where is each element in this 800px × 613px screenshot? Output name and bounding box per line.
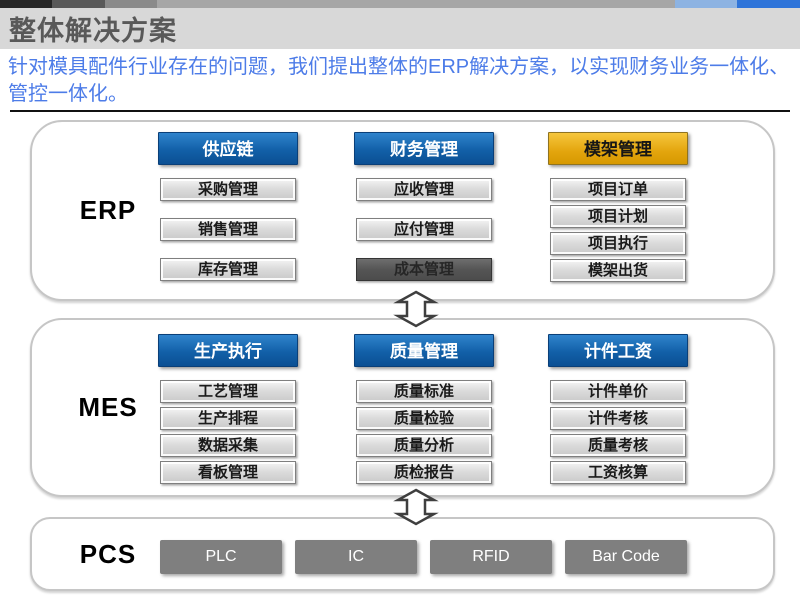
module-button[interactable]: 项目执行 <box>550 232 686 255</box>
section-erp: ERP 供应链采购管理销售管理库存管理财务管理应收管理应付管理成本管理模架管理项… <box>30 120 775 301</box>
module-column-erp-1: 财务管理应收管理应付管理成本管理 <box>354 122 494 281</box>
section-mes: MES 生产执行工艺管理生产排程数据采集看板管理质量管理质量标准质量检验质量分析… <box>30 318 775 497</box>
module-button[interactable]: 项目计划 <box>550 205 686 228</box>
title-bar: 整体解决方案 <box>0 8 800 49</box>
page-title: 整体解决方案 <box>9 16 177 46</box>
module-column-mes-1: 质量管理质量标准质量检验质量分析质检报告 <box>354 320 494 484</box>
top-accent-segment <box>0 0 52 8</box>
module-header-button[interactable]: 质量管理 <box>354 334 494 367</box>
module-button[interactable]: 计件单价 <box>550 380 686 403</box>
top-accent-segment <box>157 0 675 8</box>
module-button[interactable]: 库存管理 <box>160 258 296 281</box>
module-button[interactable]: 工艺管理 <box>160 380 296 403</box>
module-column-erp-2: 模架管理项目订单项目计划项目执行模架出货 <box>548 122 688 282</box>
module-button[interactable]: 生产排程 <box>160 407 296 430</box>
up-down-arrow-icon <box>393 488 439 526</box>
pcs-device-button[interactable]: Bar Code <box>565 540 687 574</box>
pcs-device-button[interactable]: IC <box>295 540 417 574</box>
module-button[interactable]: 看板管理 <box>160 461 296 484</box>
module-button[interactable]: 应付管理 <box>356 218 492 241</box>
module-items: 应收管理应付管理成本管理 <box>354 178 494 281</box>
module-header-button[interactable]: 财务管理 <box>354 132 494 165</box>
horizontal-divider <box>10 110 790 112</box>
pcs-device-button[interactable]: PLC <box>160 540 282 574</box>
top-accent-segment <box>737 0 800 8</box>
module-button[interactable]: 工资核算 <box>550 461 686 484</box>
module-header-button[interactable]: 模架管理 <box>548 132 688 165</box>
module-button[interactable]: 项目订单 <box>550 178 686 201</box>
module-header-button[interactable]: 生产执行 <box>158 334 298 367</box>
module-column-mes-2: 计件工资计件单价计件考核质量考核工资核算 <box>548 320 688 484</box>
module-button[interactable]: 模架出货 <box>550 259 686 282</box>
up-down-arrow-icon <box>393 290 439 328</box>
section-label-erp: ERP <box>79 195 137 225</box>
module-button[interactable]: 成本管理 <box>356 258 492 281</box>
module-button[interactable]: 质检报告 <box>356 461 492 484</box>
module-items: 工艺管理生产排程数据采集看板管理 <box>158 380 298 484</box>
section-pcs: PCS PLC IC RFID Bar Code <box>30 517 775 591</box>
module-button[interactable]: 销售管理 <box>160 218 296 241</box>
module-button[interactable]: 数据采集 <box>160 434 296 457</box>
pcs-device-button[interactable]: RFID <box>430 540 552 574</box>
section-label-mes: MES <box>78 392 138 422</box>
module-button[interactable]: 质量考核 <box>550 434 686 457</box>
module-column-mes-0: 生产执行工艺管理生产排程数据采集看板管理 <box>158 320 298 484</box>
module-items: 采购管理销售管理库存管理 <box>158 178 298 281</box>
top-accent-bar <box>0 0 800 8</box>
module-items: 计件单价计件考核质量考核工资核算 <box>548 380 688 484</box>
top-accent-segment <box>52 0 105 8</box>
module-button[interactable]: 质量分析 <box>356 434 492 457</box>
section-label-pcs: PCS <box>79 538 137 569</box>
module-items: 项目订单项目计划项目执行模架出货 <box>548 178 688 282</box>
module-button[interactable]: 应收管理 <box>356 178 492 201</box>
module-items: 质量标准质量检验质量分析质检报告 <box>354 380 494 484</box>
module-header-button[interactable]: 计件工资 <box>548 334 688 367</box>
module-button[interactable]: 采购管理 <box>160 178 296 201</box>
top-accent-segment <box>675 0 737 8</box>
module-button[interactable]: 计件考核 <box>550 407 686 430</box>
module-button[interactable]: 质量检验 <box>356 407 492 430</box>
module-header-button[interactable]: 供应链 <box>158 132 298 165</box>
top-accent-segment <box>105 0 157 8</box>
slide-subtitle: 针对模具配件行业存在的问题，我们提出整体的ERP解决方案，以实现财务业务一体化、… <box>8 56 790 105</box>
module-button[interactable]: 质量标准 <box>356 380 492 403</box>
module-column-erp-0: 供应链采购管理销售管理库存管理 <box>158 122 298 281</box>
pcs-buttons-row: PLC IC RFID Bar Code <box>160 540 687 574</box>
